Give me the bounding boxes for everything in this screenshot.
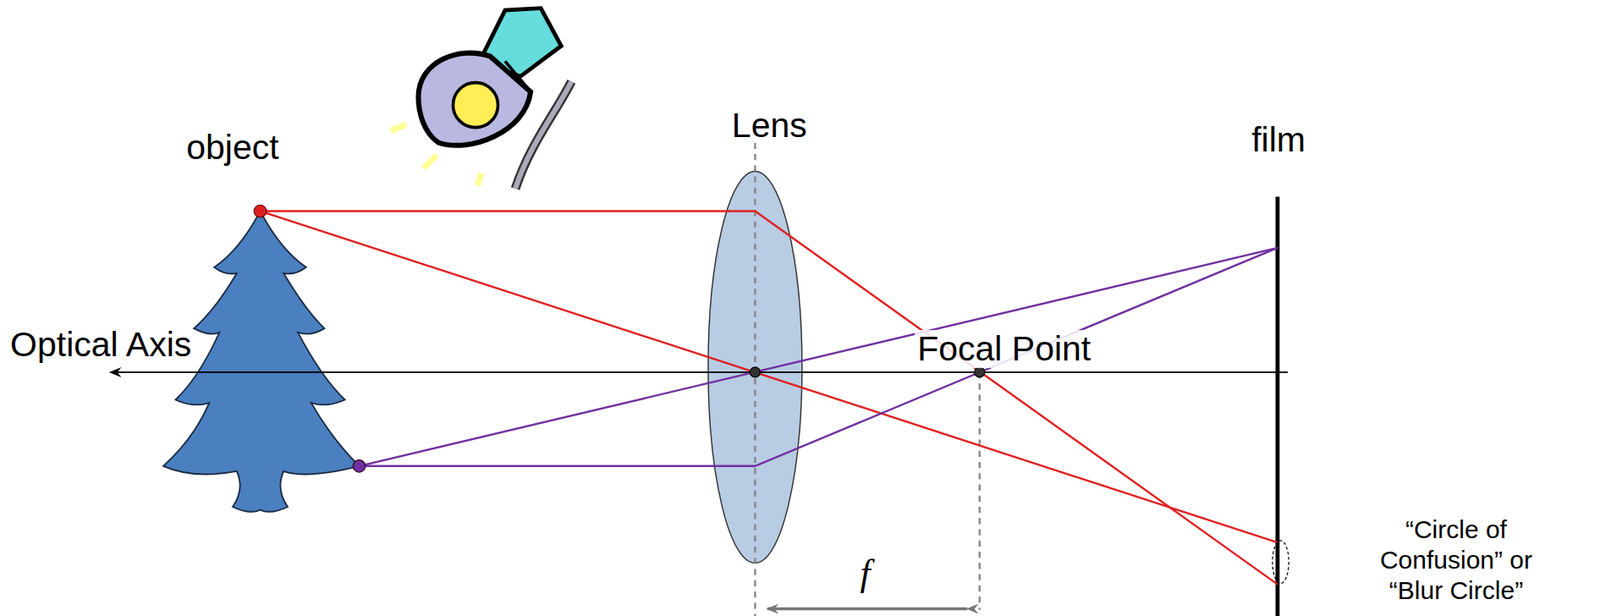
red-ray <box>260 210 1278 584</box>
axis-label: Optical Axis <box>10 325 192 364</box>
purple-ray <box>359 247 1278 467</box>
focal-label: Focal Point <box>914 329 1094 369</box>
lamp <box>390 8 572 189</box>
film <box>1275 197 1280 616</box>
film-label: film <box>1251 120 1306 160</box>
lens-plane <box>753 142 756 616</box>
blur-circle <box>1272 540 1289 584</box>
red-ray <box>260 210 1278 543</box>
focal-length-label: f <box>860 553 871 594</box>
optical-axis <box>109 371 1288 374</box>
focal-length-arrow <box>767 607 968 611</box>
object-point <box>352 460 365 473</box>
focal-drop <box>978 372 981 611</box>
lens-label: Lens <box>731 106 808 145</box>
object-label: object <box>186 128 279 167</box>
tree <box>163 210 360 512</box>
focal-point <box>974 367 985 378</box>
object-point <box>253 204 266 217</box>
blur-circle-label: “Circle of Confusion” or “Blur Circle” <box>1350 514 1562 606</box>
purple-ray <box>359 247 1278 467</box>
lens-center <box>749 367 760 378</box>
